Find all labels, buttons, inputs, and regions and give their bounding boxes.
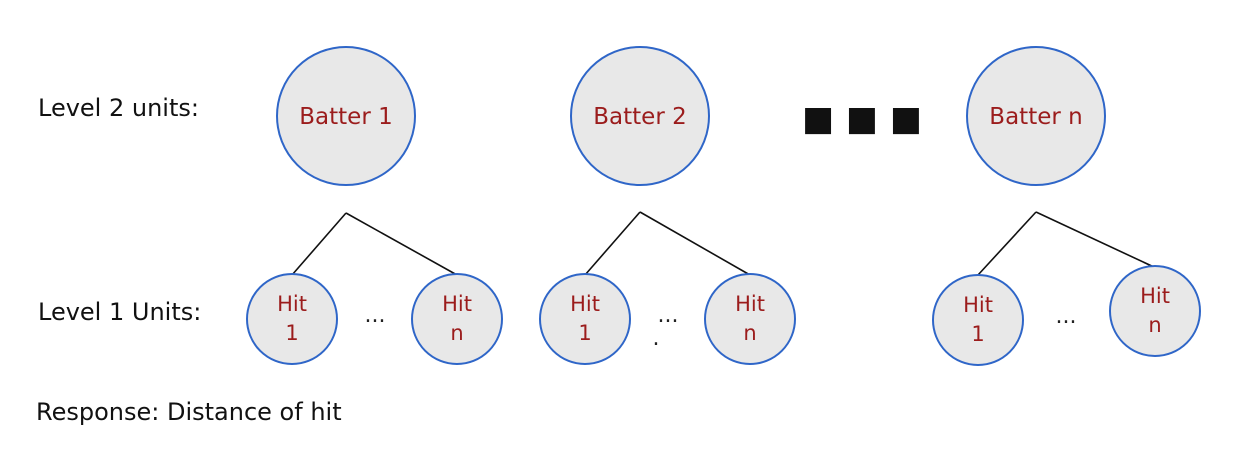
edge-batter-n-left	[977, 211, 1037, 276]
batter-label-1: Batter 1	[299, 104, 392, 130]
hit-node-group-3-left-line-1: Hit	[963, 293, 993, 317]
hit-group-2-ellipsis: ...	[658, 303, 679, 328]
hit-node-group-3-left-line-2: 1	[971, 322, 984, 346]
hit-node-group-3-left: Hit 1	[932, 274, 1024, 366]
batter-node-n: Batter n	[966, 46, 1106, 186]
hit-node-group-2-right: Hit n	[704, 273, 796, 365]
hit-group-3: Hit 1 ... Hit n	[932, 265, 1201, 366]
hit-node-group-1-right-line-2: n	[450, 321, 463, 345]
hit-node-group-3-right-line-1: Hit	[1140, 284, 1170, 308]
hit-group-1: Hit 1 ... Hit n	[246, 273, 503, 365]
hit-group-3-ellipsis: ...	[1056, 304, 1077, 329]
response-label: Response: Distance of hit	[36, 398, 342, 426]
edge-batter-n-right	[1035, 211, 1157, 269]
edge-batter-1-right	[345, 212, 458, 276]
hit-node-group-1-left-line-1: Hit	[277, 292, 307, 316]
batter-label-2: Batter 2	[593, 104, 686, 130]
level-1-label: Level 1 Units:	[38, 298, 202, 326]
edge-batter-2-left	[584, 211, 641, 276]
hit-group-1-ellipsis: ...	[365, 303, 386, 328]
hit-node-group-3-right: Hit n	[1109, 265, 1201, 357]
hit-node-group-1-left: Hit 1	[246, 273, 338, 365]
hit-node-group-2-left-line-1: Hit	[570, 292, 600, 316]
batter-node-2: Batter 2	[570, 46, 710, 186]
edge-batter-1-left	[291, 212, 347, 276]
hit-node-group-1-right: Hit n	[411, 273, 503, 365]
hit-node-group-2-right-line-1: Hit	[735, 292, 765, 316]
edge-batter-2-right	[639, 211, 751, 276]
batters-ellipsis: ■ ■ ■	[802, 99, 922, 139]
hit-node-group-2-left: Hit 1	[539, 273, 631, 365]
hit-group-2: Hit 1 ... . Hit n	[539, 273, 796, 365]
hit-group-2-extra-mark: .	[653, 326, 660, 351]
hit-node-group-1-left-line-2: 1	[285, 321, 298, 345]
hit-node-group-1-right-line-1: Hit	[442, 292, 472, 316]
batter-label-n: Batter n	[989, 104, 1082, 130]
hit-node-group-3-right-line-2: n	[1148, 313, 1161, 337]
hit-node-group-2-right-line-2: n	[743, 321, 756, 345]
batter-node-1: Batter 1	[276, 46, 416, 186]
level-2-label: Level 2 units:	[38, 94, 199, 122]
hit-node-group-2-left-line-2: 1	[578, 321, 591, 345]
